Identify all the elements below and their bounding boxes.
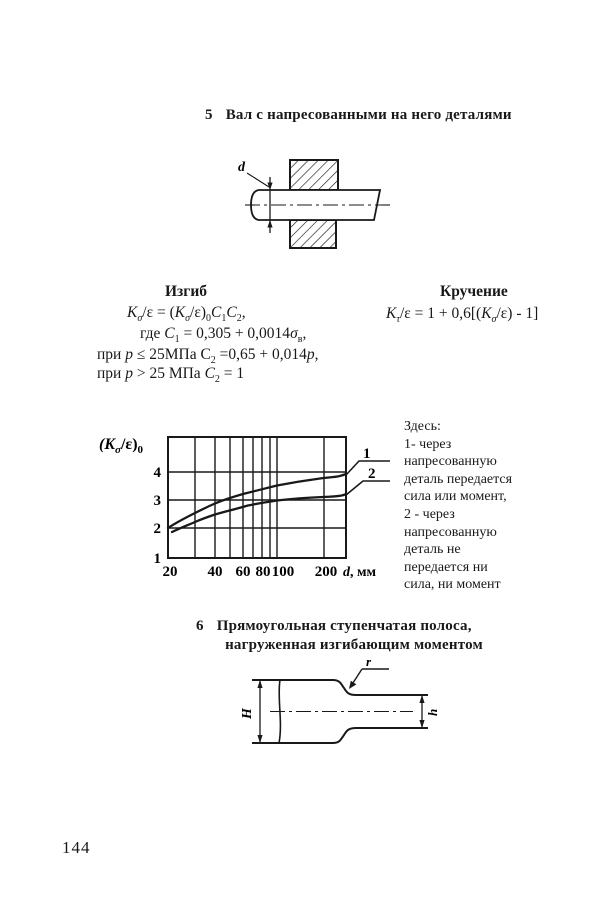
- explanation-line: сила, ни момент: [404, 577, 501, 593]
- svg-text:80: 80: [256, 564, 271, 580]
- page-number: 144: [62, 838, 91, 857]
- torsion-title: Кручение: [440, 283, 508, 300]
- explanation-line: напресованную: [404, 524, 497, 540]
- d-leader-line: [246, 172, 270, 188]
- svg-text:60: 60: [236, 564, 251, 580]
- bending-title: Изгиб: [165, 283, 208, 300]
- strip-top-edge: [252, 679, 428, 696]
- explanation-line: Здесь:: [404, 419, 441, 434]
- svg-text:20: 20: [163, 564, 178, 580]
- curve-1-label: 1: [363, 446, 371, 462]
- h-label: h: [425, 709, 440, 716]
- curve-1-leader-line: [345, 460, 390, 476]
- explanation-line: деталь передается: [404, 471, 513, 487]
- section-6-number: 6: [196, 618, 204, 634]
- section-6-heading-line2: нагруженная изгибающим моментом: [225, 637, 483, 653]
- hub-upper-hatched-block: [289, 159, 339, 191]
- H-label: H: [240, 707, 255, 720]
- shaft-press-fit-figure: d: [238, 159, 390, 249]
- bending-condition-1: при p ≤ 25МПа C2 =0,65 + 0,014p,: [97, 346, 319, 367]
- r-label: r: [366, 654, 372, 669]
- section-6-heading: 6 Прямоугольная ступенчатая полоса,: [196, 618, 472, 635]
- explanation-line: передается ни: [404, 559, 488, 575]
- chart-frame: [167, 436, 347, 559]
- section-5-heading: 5 Вал с напресованными на него деталями: [205, 107, 512, 124]
- curve-2-leader-line: [345, 480, 390, 496]
- svg-text:4: 4: [154, 465, 162, 481]
- explanation-line: сила или момент,: [404, 489, 507, 505]
- section-6-title-line1: Прямоугольная ступенчатая полоса,: [216, 618, 472, 634]
- bending-formula: Kσ/ε = (Kσ/ε)0C1C2,: [127, 304, 246, 325]
- svg-text:100: 100: [272, 564, 295, 580]
- y-axis-label: (Kσ/ε)0: [99, 436, 144, 456]
- svg-text:1: 1: [154, 551, 162, 567]
- explanation-line: напресованную: [404, 454, 497, 470]
- svg-text:40: 40: [208, 564, 223, 580]
- torsion-formula: Kτ/ε = 1 + 0,6[(Kσ/ε) - 1]: [386, 305, 539, 326]
- explanation-line: 2 - через: [404, 506, 455, 522]
- section-5-title: Вал с напресованными на него деталями: [225, 107, 512, 123]
- strip-bottom-edge: [252, 727, 428, 744]
- hub-lower-hatched-block: [289, 219, 337, 249]
- radius-callout: r: [349, 654, 389, 689]
- svg-text:200: 200: [315, 564, 338, 580]
- curve-2: [170, 492, 348, 534]
- explanation-line: деталь не: [404, 542, 461, 558]
- chart-grid-horizontal: [168, 471, 346, 529]
- explanation-line: 1- через: [404, 436, 452, 452]
- stress-concentration-chart: 1 2 (Kσ/ε)0 4 3 2 1 20 40 60 80 100 200 …: [99, 436, 390, 580]
- x-axis-label: d, мм: [343, 565, 377, 580]
- svg-text:2: 2: [154, 521, 162, 537]
- strip-left-break-line: [278, 679, 282, 744]
- y-tick-labels: 4 3 2 1: [154, 465, 162, 567]
- section-5-number: 5: [205, 107, 213, 123]
- curve-1: [166, 472, 348, 530]
- shaft-body: [250, 189, 382, 221]
- diameter-label: d: [238, 160, 246, 175]
- bending-condition-2: при p > 25 МПа C2 = 1: [97, 365, 245, 386]
- stepped-strip-figure: H h r: [240, 654, 440, 744]
- diameter-dimension: d: [238, 160, 273, 233]
- svg-text:3: 3: [154, 493, 162, 509]
- h-dimension: h: [419, 695, 440, 728]
- chart-explanation: Здесь: 1- через напресованную деталь пер…: [404, 418, 512, 594]
- H-dimension: H: [240, 680, 263, 743]
- curve-2-label: 2: [368, 466, 376, 482]
- bending-where-line: где C1 = 0,305 + 0,0014σв,: [140, 325, 307, 346]
- x-tick-labels: 20 40 60 80 100 200: [163, 564, 338, 580]
